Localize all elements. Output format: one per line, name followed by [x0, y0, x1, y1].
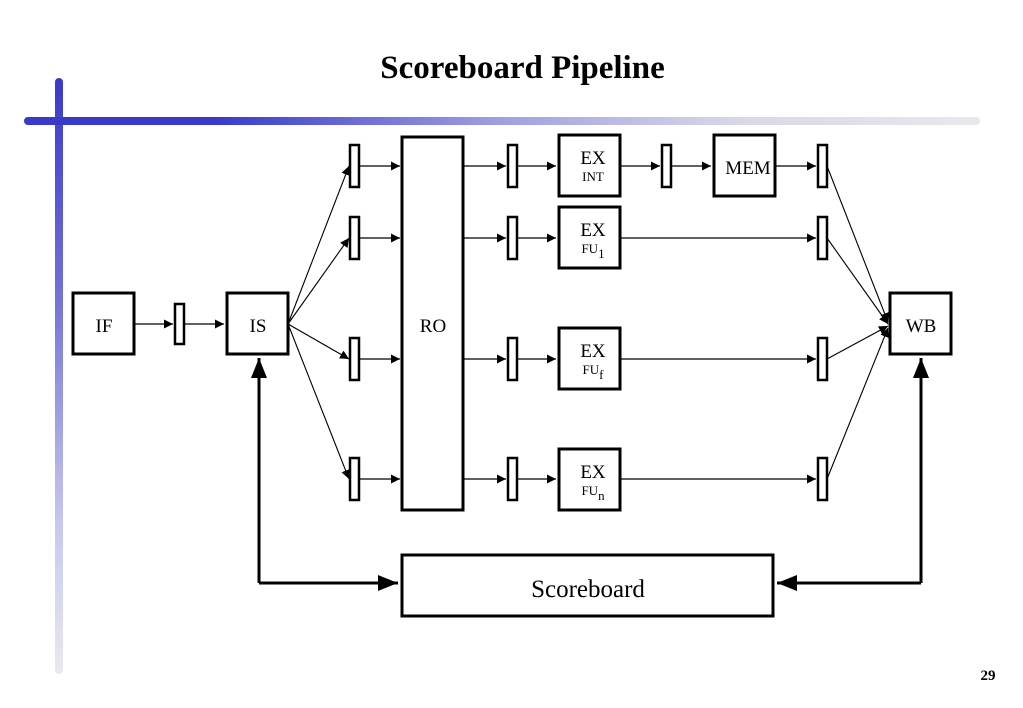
- ro-ex-latch-2: [506, 215, 519, 261]
- wb-latch-1: [816, 143, 829, 189]
- is-to-latch-3-arrow: [287, 323, 350, 360]
- ex-fun-unit: EX FUn: [557, 447, 622, 512]
- is-to-latch-2-arrow: [287, 237, 350, 325]
- ex-int-sub-label: INT: [582, 169, 604, 184]
- ex-fu1-main-label: EX: [580, 220, 606, 241]
- ex-int-unit: EX INT: [557, 133, 622, 198]
- ro-ex-latch-1: [506, 143, 519, 189]
- mem-stage: MEM: [712, 133, 777, 198]
- page-number: 29: [980, 668, 996, 684]
- ex-fuf-unit: EX FUf: [557, 326, 622, 391]
- ex-fuf-sub-label: FUf: [583, 362, 605, 382]
- vertical-accent-bar: [55, 78, 63, 674]
- if-stage: IF: [71, 291, 136, 356]
- is-ro-latch-1: [348, 143, 361, 189]
- latch-2-to-wb-arrow: [826, 237, 889, 325]
- ex-int-main-label: EX: [580, 148, 606, 169]
- is-ro-latch-2: [348, 215, 361, 261]
- latch-3-to-wb-arrow: [826, 325, 889, 360]
- ex-fun-main-label: EX: [580, 462, 606, 483]
- latch-4-to-wb-arrow: [826, 327, 889, 480]
- wb-stage: WB: [888, 291, 953, 356]
- ex-fuf-main-label: EX: [580, 341, 606, 362]
- if-label: IF: [96, 316, 113, 337]
- scoreboard-label: Scoreboard: [531, 576, 645, 603]
- ro-stage: RO: [400, 135, 465, 512]
- ro-ex-latch-3: [506, 336, 519, 382]
- ex-mem-latch: [660, 143, 673, 189]
- horizontal-accent-bar: [24, 117, 980, 125]
- is-to-latch-4-arrow: [287, 323, 350, 480]
- wb-latch-4: [816, 456, 829, 502]
- is-stage: IS: [225, 291, 290, 356]
- page-title: Scoreboard Pipeline: [380, 50, 665, 86]
- is-ro-latch-4: [348, 456, 361, 502]
- is-label: IS: [250, 316, 267, 337]
- scoreboard-box: Scoreboard: [400, 553, 775, 618]
- wb-latch-2: [816, 215, 829, 261]
- ro-label: RO: [420, 316, 446, 337]
- ro-ex-latch-4: [506, 456, 519, 502]
- ex-fu1-unit: EX FU1: [557, 205, 622, 270]
- if-is-latch: [173, 302, 186, 346]
- wb-label: WB: [906, 316, 937, 337]
- is-to-latch-1-arrow: [287, 165, 350, 325]
- ex-fun-sub-label: FUn: [581, 483, 605, 503]
- latch-1-to-wb-arrow: [826, 165, 889, 323]
- mem-label: MEM: [725, 158, 771, 179]
- wb-latch-3: [816, 336, 829, 382]
- is-ro-latch-3: [348, 336, 361, 382]
- ex-fu1-sub-label: FU1: [581, 241, 604, 261]
